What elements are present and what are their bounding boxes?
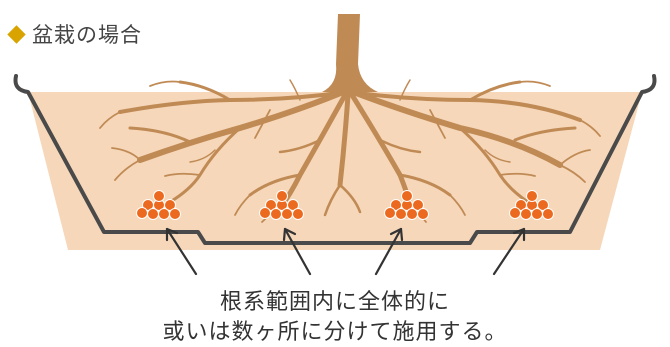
arrow-4 [492,227,526,276]
caption-line-1: 根系範囲内に全体的に [219,290,450,315]
fertilizer-cluster-1 [136,190,181,220]
fertilizer-cluster-2 [259,190,304,220]
root-system [99,79,601,223]
fertilizer-cluster-4 [509,190,554,220]
pot-soil [28,92,642,250]
section-title: 盆栽の場合 [6,20,142,48]
title-text: 盆栽の場合 [32,23,142,47]
pot-outline [13,74,657,245]
caption-line-2: 或いは数ヶ所に分けて施用する。 [162,320,508,345]
arrow-3 [374,227,404,276]
arrow-1 [165,227,198,276]
fertilizer-cluster-3 [384,190,429,220]
arrow-2 [282,227,312,276]
tree-trunk [322,14,378,92]
diamond-bullet-icon [7,24,26,44]
